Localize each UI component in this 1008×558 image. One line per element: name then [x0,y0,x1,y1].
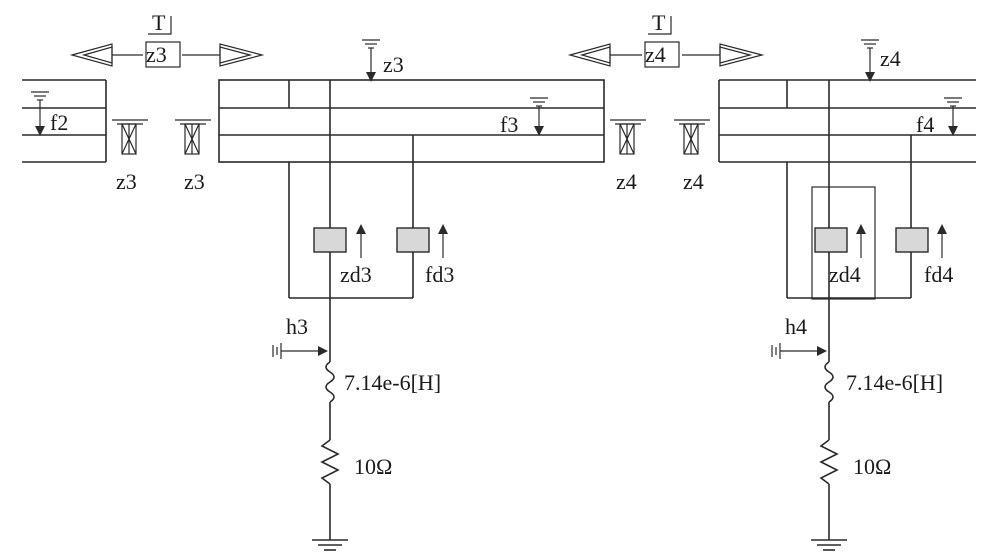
tower-icon-z3-a [112,119,148,155]
tower-label-z4-a: z4 [616,169,637,194]
left-top-ground-arrow [362,39,380,82]
arrester-fd3-arrow [438,224,448,258]
left-f3-label: f3 [500,112,518,137]
left-tower-label: z3 [146,42,167,67]
left-inductor [325,361,335,403]
right-tower-label: z4 [645,42,666,67]
arrester-zd3 [313,227,347,253]
tower-label-z3-b: z3 [184,169,205,194]
right-ground-icon [811,539,847,551]
right-direction-arrows [567,43,765,67]
left-f3-ground-arrow [530,97,548,136]
right-inductor [824,361,834,403]
arrester-fd4-label: fd4 [924,262,953,287]
left-T-label: T [152,10,166,35]
tower-icon-z4-b [674,119,710,155]
right-f4-ground-arrow [944,97,962,136]
tower-label-z4-b: z4 [683,169,704,194]
arrester-zd4-label: zd4 [829,262,861,287]
left-direction-arrows [69,43,265,67]
right-top-span-label: z4 [880,46,901,71]
left-T-bracket [148,16,172,35]
right-injection-label: h4 [785,314,807,339]
left-top-span-label: z3 [383,52,404,77]
tower-label-z3-a: z3 [116,169,137,194]
arrester-fd4-arrow [937,224,947,258]
right-inductance-label: 7.14e-6[H] [846,370,943,395]
right-main-span [718,79,976,163]
right-resistor [819,439,839,485]
arrester-fd4 [895,227,929,253]
right-current-injection [771,343,827,359]
arrester-zd4-arrow [856,224,866,258]
left-resistor [320,439,340,485]
tower-icon-z3-b [175,119,211,155]
left-section: T z3 f2 [22,10,646,551]
right-resistance-label: 10Ω [853,454,891,479]
left-main-span [218,79,605,163]
arrester-zd3-arrow [356,224,366,258]
left-tower-box [145,41,181,68]
right-section: T z4 z4 [567,10,976,551]
right-T-bracket [648,16,672,35]
arrester-fd3 [396,227,430,253]
arrester-fd3-label: fd3 [425,262,454,287]
right-tower-box [644,41,680,68]
tower-icon-z4-a [610,119,646,155]
left-inductance-label: 7.14e-6[H] [344,370,441,395]
left-ground-icon [312,539,348,551]
zd4-highlight-box [811,186,876,300]
left-injection-label: h3 [286,314,308,339]
arrester-zd3-label: zd3 [340,262,372,287]
span-f2: f2 [22,79,107,163]
arrester-zd4 [814,227,848,253]
left-current-injection [272,343,328,359]
right-T-label: T [652,10,666,35]
right-top-ground-arrow [861,39,879,82]
span-f2-label: f2 [50,110,68,135]
right-f4-label: f4 [916,112,934,137]
left-resistance-label: 10Ω [354,454,392,479]
